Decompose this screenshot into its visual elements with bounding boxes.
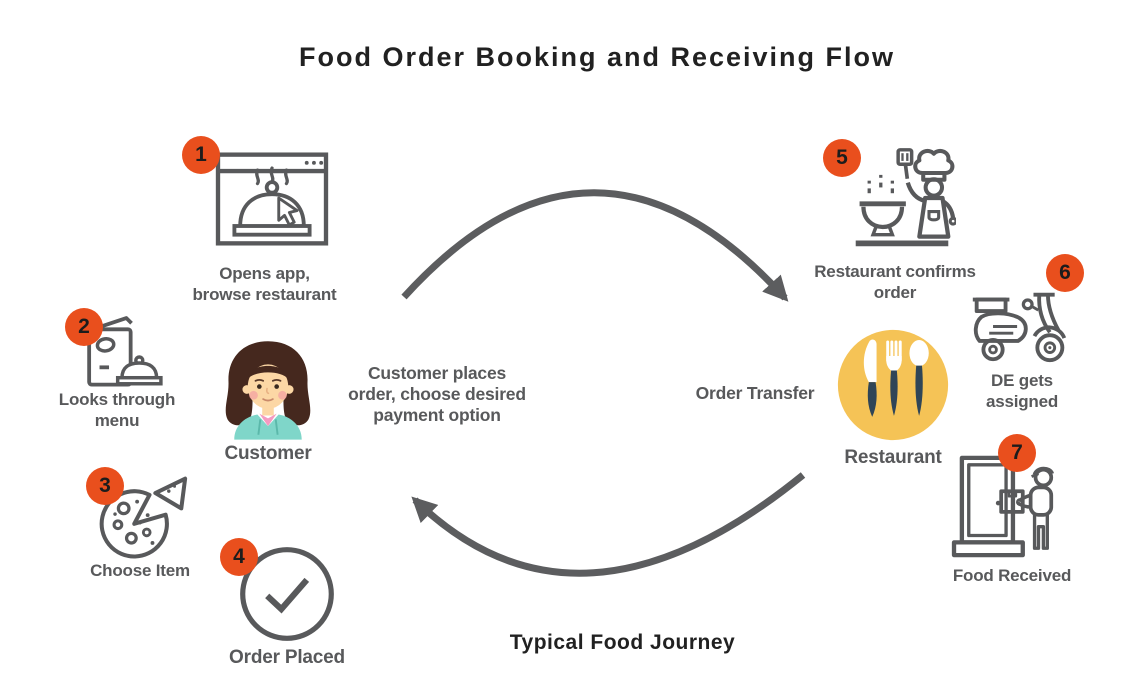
step-number-badge: 1 [182,136,220,174]
door-delivery-icon [951,455,1055,558]
actor-label: Restaurant [844,447,942,468]
step-number-badge: 6 [1046,254,1084,292]
step-4-order-placed: 4 Order Placed [212,530,362,675]
step-label: DE gets assigned [985,371,1059,411]
step-number-badge: 7 [998,434,1036,472]
actor-restaurant: Restaurant [830,324,956,474]
step-6-de-assigned: 6 DE gets assigned [958,249,1086,411]
cutlery-circle-icon [837,329,949,441]
step-label: Looks through menu [58,390,176,430]
step-label: Restaurant confirms order [814,262,976,302]
step-label: Choose Item [90,561,190,580]
step-number-badge: 2 [65,308,103,346]
step-number-badge: 3 [86,467,124,505]
menu-icon [87,316,163,387]
step-number-badge: 5 [823,139,861,177]
actor-customer: Customer [205,336,331,471]
step-2-looks-menu: 2 Looks through menu [42,304,192,439]
arrow-restaurant-to-customer [411,472,806,577]
step-5-restaurant-confirms: 5 [810,134,980,309]
step-label: Food Received [952,566,1072,585]
chef-icon [855,148,956,247]
step-label: Order Placed [229,647,345,668]
step-label: Opens app, browse restaurant [192,264,337,304]
step-1-opens-app: 1 Opens app, browse restaurant [172,133,357,318]
scooter-icon [972,292,1067,363]
step-7-food-received: 7 Food Received [944,428,1080,588]
step-number-badge: 4 [220,538,258,576]
note-customer-places-order: Customer places order, choose desired pa… [348,363,526,425]
arrow-customer-to-restaurant [401,189,789,302]
check-circle-icon [240,547,334,641]
page-title: Food Order Booking and Receiving Flow [298,42,896,72]
footer-caption: Typical Food Journey [509,631,736,654]
actor-label: Customer [224,443,312,464]
step-3-choose-item: 3 Choose Item [66,462,214,587]
customer-avatar [225,341,311,440]
app-browser-icon [215,152,329,246]
note-order-transfer: Order Transfer [695,383,815,403]
